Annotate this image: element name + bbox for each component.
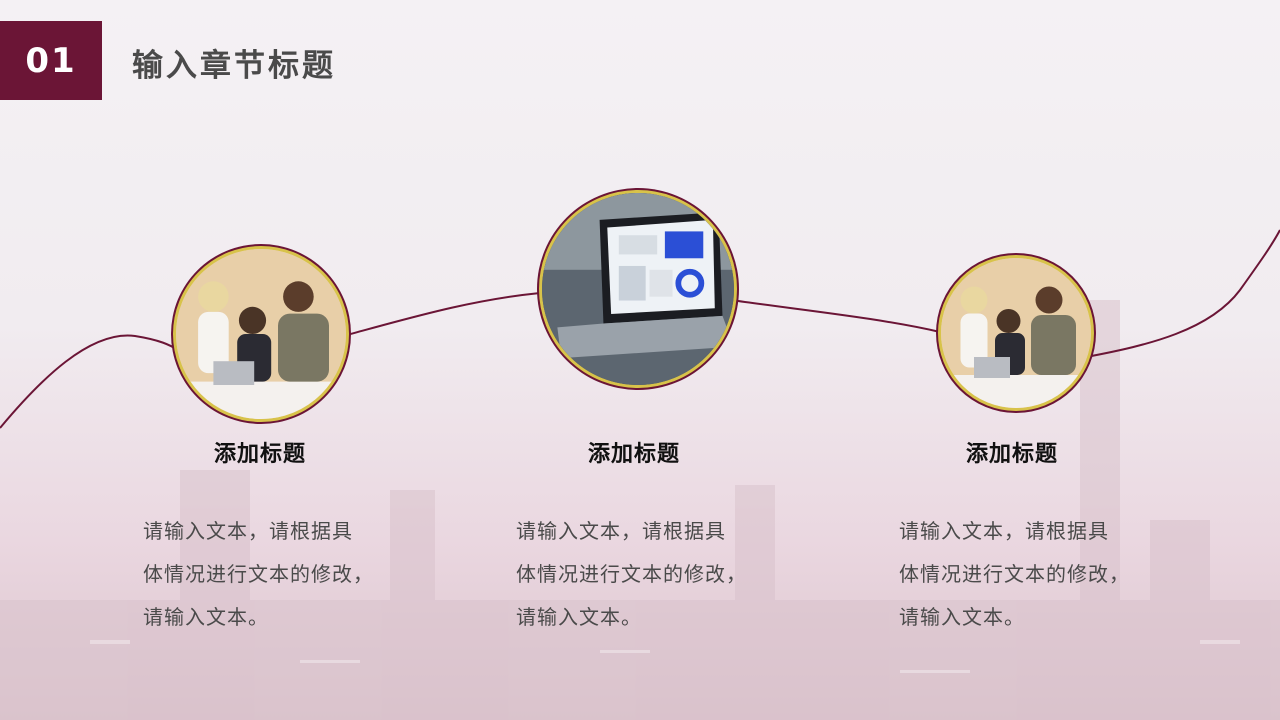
- item-2-image: [539, 190, 737, 388]
- item-3-body: 请输入文本，请根据具 体情况进行文本的修改， 请输入文本。: [899, 510, 1169, 639]
- chapter-number-badge: 01: [0, 21, 102, 100]
- chapter-title: 输入章节标题: [132, 48, 336, 84]
- item-1-title: 添加标题: [213, 442, 306, 467]
- team-meeting-photo-icon: [941, 258, 1091, 408]
- item-1-line-1: 请输入文本，请根据具: [143, 519, 353, 543]
- item-3-title: 添加标题: [965, 442, 1058, 467]
- item-2-line-1: 请输入文本，请根据具: [516, 519, 726, 543]
- item-1-line-3: 请输入文本。: [143, 605, 269, 629]
- item-3-line-2: 体情况进行文本的修改，: [899, 562, 1130, 586]
- item-3-line-1: 请输入文本，请根据具: [899, 519, 1109, 543]
- item-2-title: 添加标题: [587, 442, 680, 467]
- item-3-image: [938, 255, 1094, 411]
- item-2-line-2: 体情况进行文本的修改，: [516, 562, 747, 586]
- item-2-body: 请输入文本，请根据具 体情况进行文本的修改， 请输入文本。: [516, 510, 786, 639]
- item-1-image: [173, 246, 349, 422]
- chapter-number: 01: [25, 40, 77, 81]
- item-3-line-3: 请输入文本。: [899, 605, 1025, 629]
- item-2-line-3: 请输入文本。: [516, 605, 642, 629]
- laptop-dashboard-photo-icon: [542, 193, 734, 385]
- item-1-line-2: 体情况进行文本的修改，: [143, 562, 374, 586]
- team-meeting-photo-icon: [176, 249, 346, 419]
- item-1-body: 请输入文本，请根据具 体情况进行文本的修改， 请输入文本。: [143, 510, 413, 639]
